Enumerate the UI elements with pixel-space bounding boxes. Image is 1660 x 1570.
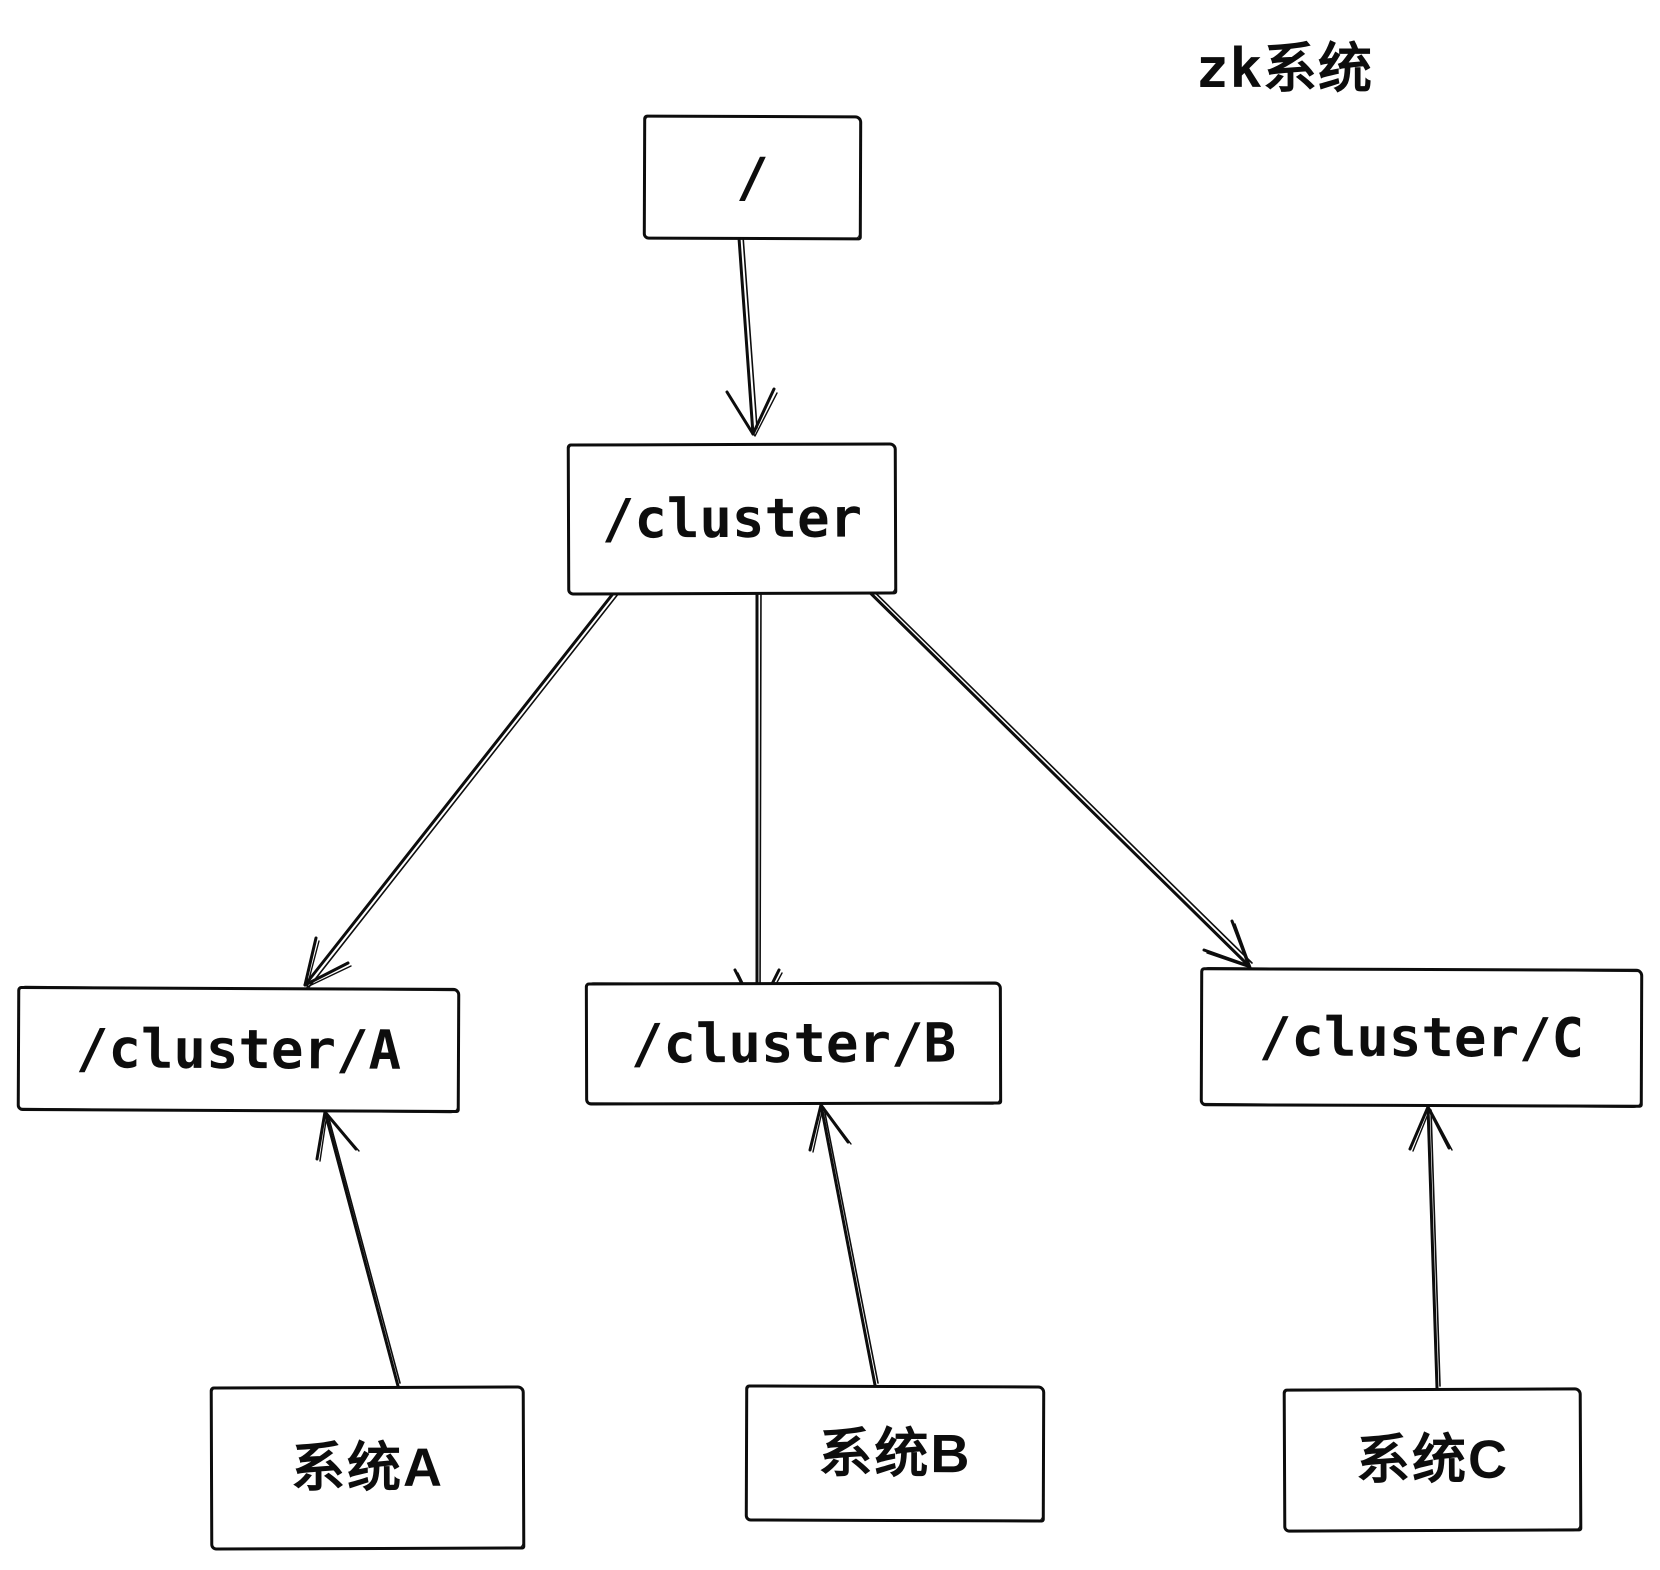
node-label: 系统C	[1355, 1429, 1510, 1491]
node-system-a: 系统A	[209, 1385, 526, 1551]
node-label: /	[736, 145, 769, 209]
edge-cluster-to-cluster-c	[846, 567, 1253, 969]
edge-system-a-to-cluster-a	[315, 1110, 401, 1388]
edge-root-to-cluster	[725, 235, 778, 437]
node-label: /cluster/C	[1258, 1004, 1585, 1070]
node-label: 系统B	[818, 1423, 972, 1484]
edge-system-b-to-cluster-b	[808, 1103, 879, 1387]
diagram-title: zk系统	[1196, 37, 1374, 100]
node-cluster-a: /cluster/A	[16, 986, 461, 1113]
edge-system-c-to-cluster-c	[1408, 1105, 1453, 1390]
node-system-c: 系统C	[1282, 1387, 1583, 1533]
edge-cluster-to-cluster-b	[733, 576, 783, 1017]
node-cluster-c: /cluster/C	[1199, 967, 1644, 1108]
node-root: /	[642, 114, 863, 241]
node-label: 系统A	[290, 1437, 445, 1499]
node-label: /cluster/B	[630, 1011, 957, 1075]
edge-cluster-to-cluster-a	[303, 551, 649, 988]
node-label: /cluster	[601, 486, 863, 551]
node-label: /cluster/A	[75, 1016, 402, 1082]
node-system-b: 系统B	[744, 1384, 1046, 1523]
node-cluster: /cluster	[566, 442, 898, 596]
node-cluster-b: /cluster/B	[584, 981, 1003, 1106]
